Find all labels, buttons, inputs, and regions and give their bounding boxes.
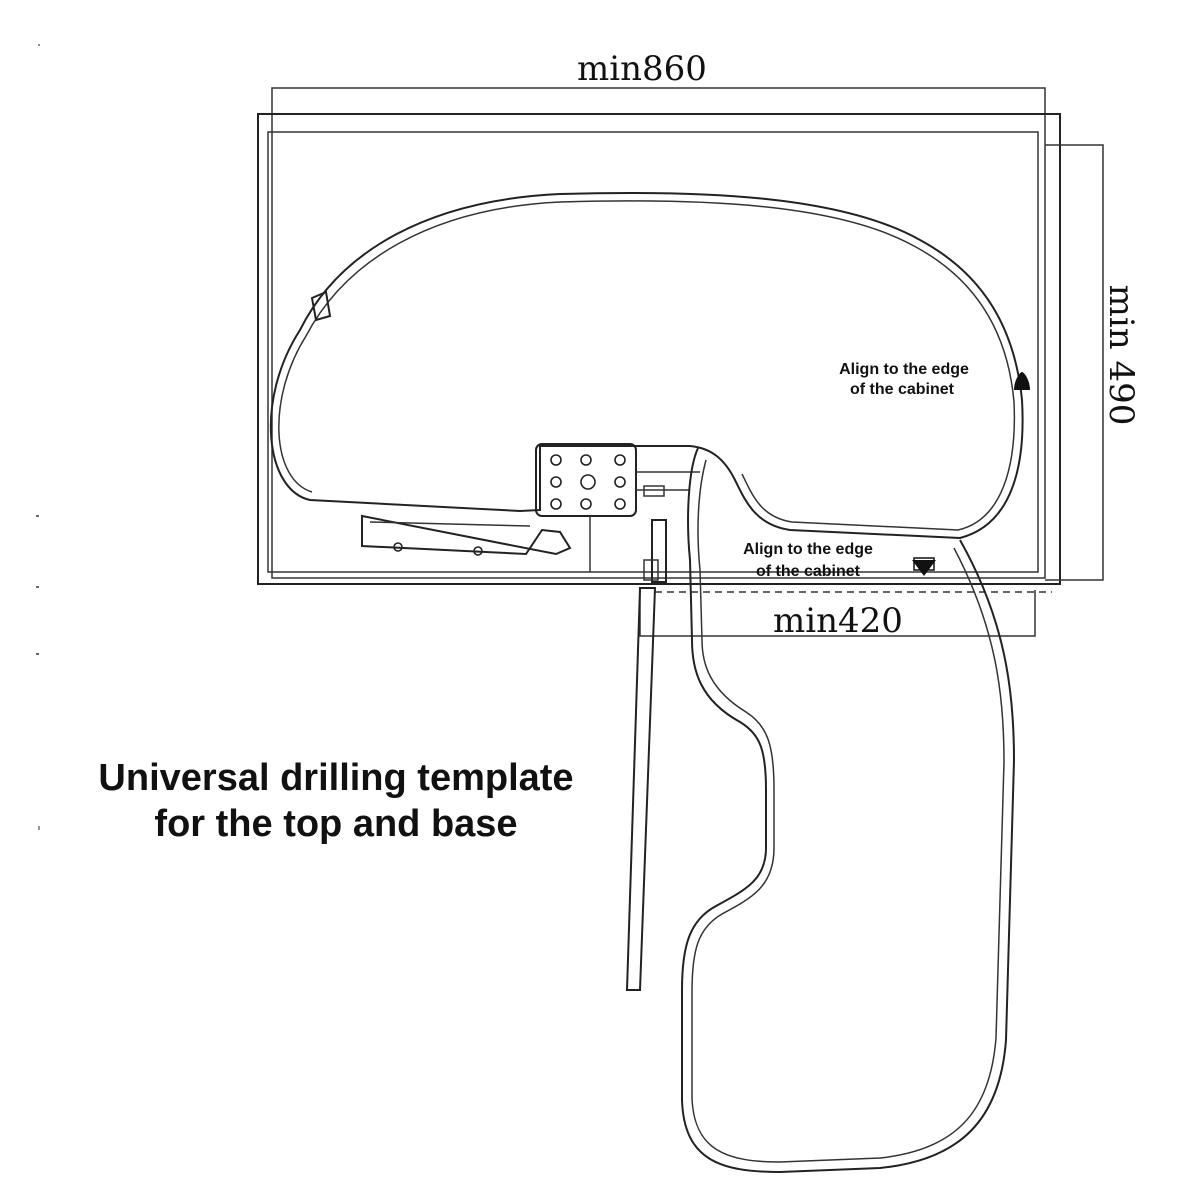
align-upper-line1: Align to the edge <box>839 361 969 378</box>
scan-speck <box>38 826 40 830</box>
align-marker-lower <box>912 560 936 576</box>
plate-hole <box>550 498 562 510</box>
cabinet-outline <box>257 113 1061 585</box>
linkage-pin <box>473 546 483 556</box>
post-hinge-cap <box>643 559 659 581</box>
linkage-arm <box>361 514 572 556</box>
cabinet-inner-border <box>267 131 1039 573</box>
hinge-mounting-plate <box>535 443 637 517</box>
scan-speck <box>36 653 39 655</box>
center-pole <box>625 587 657 991</box>
linkage-pin <box>393 542 403 552</box>
scan-speck <box>38 44 40 46</box>
lower-shelf-inner-rim <box>691 459 1005 1163</box>
align-upper-line2: of the cabinet <box>850 381 955 398</box>
upper-shelf-inner-rim <box>278 200 1016 531</box>
align-lower-line1: Align to the edge <box>743 541 873 558</box>
plate-hole <box>614 476 626 488</box>
align-marker-upper <box>1014 372 1030 390</box>
upper-shelf-outline <box>269 191 1024 540</box>
depth-dimension-label: min 490 <box>1101 285 1141 426</box>
lower-shelf-outline <box>681 447 1016 1174</box>
scan-speck <box>36 586 39 588</box>
plate-hole-center <box>580 474 596 490</box>
post-hinge <box>651 519 667 583</box>
linkage-rail <box>369 521 531 527</box>
plate-hole <box>550 476 562 488</box>
plate-holes <box>550 454 626 510</box>
plate-hole <box>580 454 592 466</box>
plate-hole <box>580 498 592 510</box>
door-dimension-label: min420 <box>773 601 903 641</box>
align-lower-line2: of the cabinet <box>756 563 861 580</box>
depth-dimension-frame <box>1045 144 1104 581</box>
plate-hole <box>614 454 626 466</box>
scan-speck <box>36 515 39 517</box>
shelf-lug <box>310 290 332 322</box>
width-dimension-label: min860 <box>577 49 707 89</box>
template-title-line2: for the top and base <box>154 803 517 845</box>
plate-hole <box>614 498 626 510</box>
bracket-block <box>643 485 665 497</box>
plate-hole <box>550 454 562 466</box>
scan-specks <box>36 44 40 830</box>
template-title-line1: Universal drilling template <box>98 757 573 799</box>
align-marker-lower-box <box>913 557 935 571</box>
